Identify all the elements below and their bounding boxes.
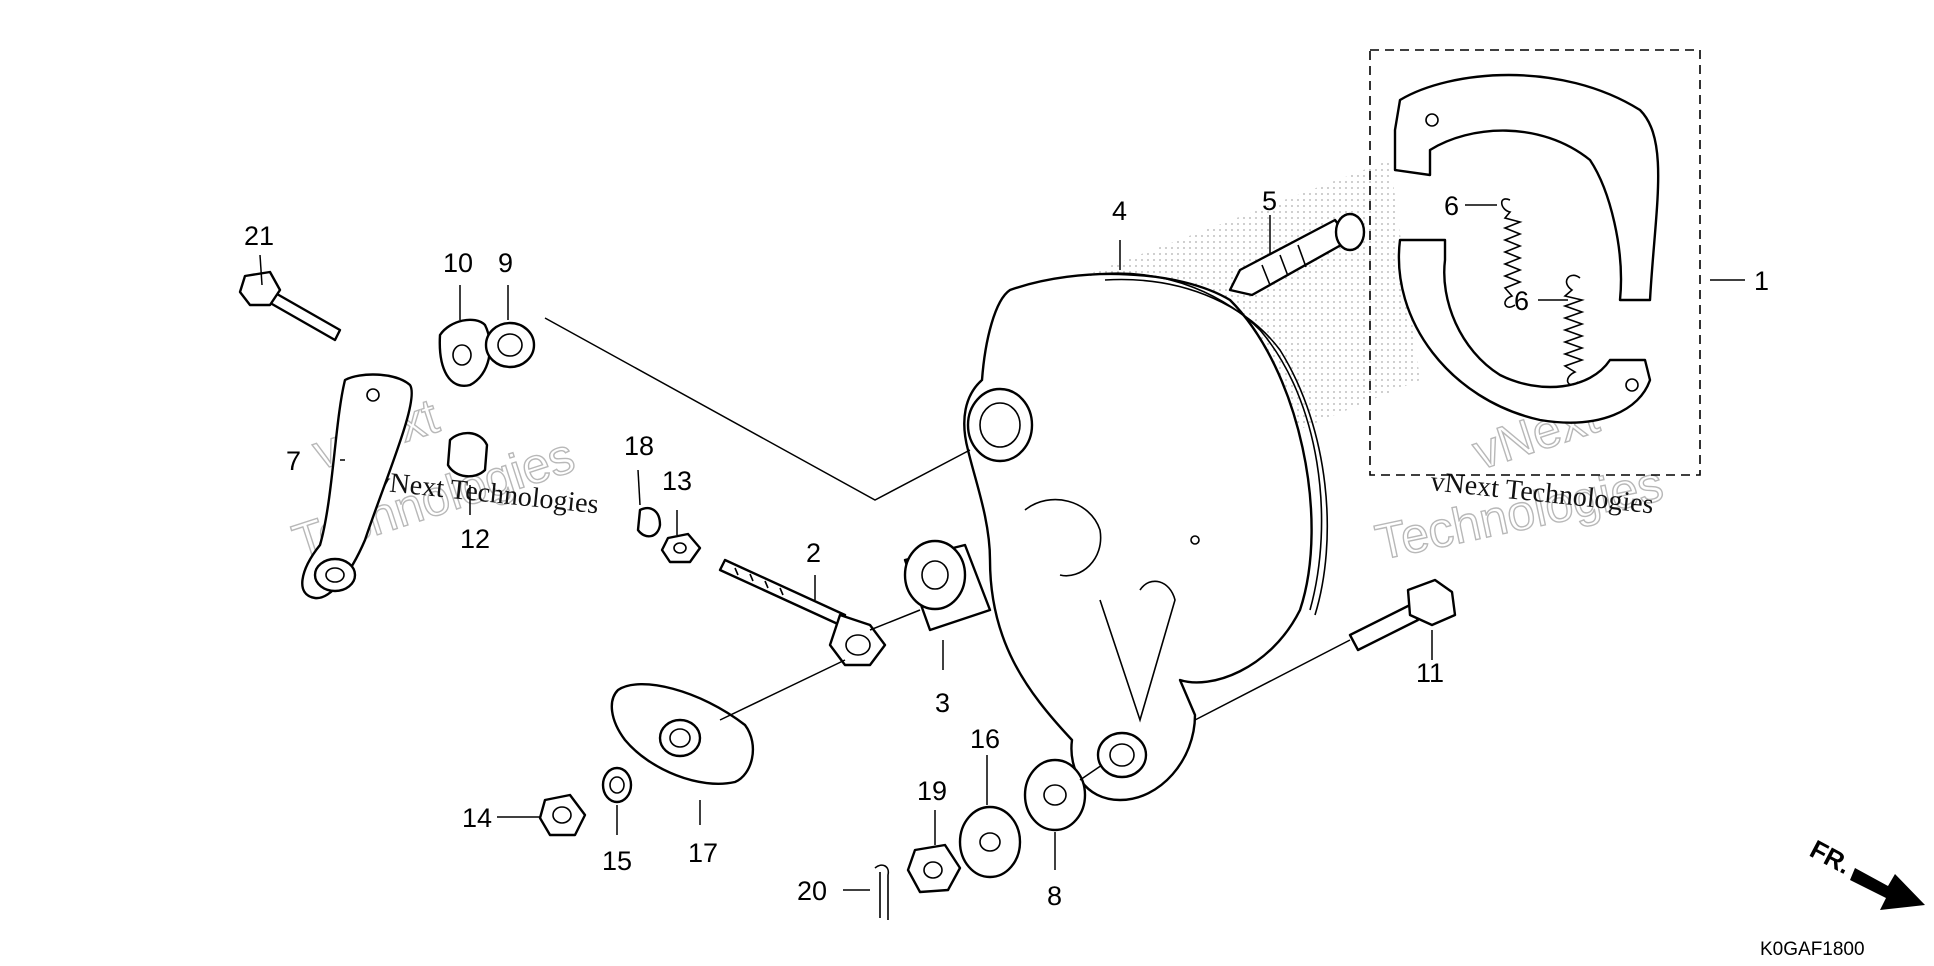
front-direction-label: FR. [1805,834,1856,880]
brake-shoe-upper [1393,73,1660,302]
spring-12 [446,431,489,478]
washer-8 [1023,758,1087,832]
collar [903,539,992,632]
dust-seal [484,321,536,369]
callout-21: 21 [244,221,274,251]
callout-20: 20 [797,876,827,906]
callout-15: 15 [602,846,632,876]
callout-11: 11 [1416,658,1444,688]
callout-12: 12 [460,524,490,554]
washer-15 [601,766,633,804]
brake-shoe-lower [1397,238,1652,424]
cotter-pin-20 [874,864,890,920]
front-arrow-icon [1850,868,1925,910]
callout-19: 19 [917,776,947,806]
callout-8: 8 [1047,881,1062,911]
spring-lower [1562,274,1585,386]
callout-18: 18 [624,431,654,461]
brake-rod [718,558,887,667]
callout-1: 1 [1754,266,1769,296]
brake-shoe-set-box [1369,49,1701,476]
wear-indicator-plate [438,318,492,387]
nut-14 [538,793,587,837]
callout-5: 5 [1262,186,1277,216]
callout-4: 4 [1112,196,1127,226]
callout-10: 10 [443,248,473,278]
joint-18 [636,506,662,538]
callout-14: 14 [462,803,492,833]
brake-panel-boss [966,387,1034,463]
callout-9: 9 [498,248,513,278]
washer-16 [958,805,1022,879]
brake-panel [963,272,1329,802]
callout-2: 2 [806,538,821,568]
bolt-21 [238,270,342,342]
callout-16: 16 [970,724,1000,754]
callouts: 1 2 3 4 5 6 6 7 8 9 10 11 12 13 14 15 16… [244,186,1769,911]
bolt-11 [1348,578,1457,652]
callout-3: 3 [935,688,950,718]
callout-6-lower: 6 [1514,286,1529,316]
front-direction-indicator: FR. [1805,834,1925,910]
callout-13: 13 [662,466,692,496]
nut-13 [660,532,702,564]
diagram-code: K0GAF1800 [1760,939,1865,960]
brake-arm [301,373,413,600]
callout-17: 17 [688,838,718,868]
castle-nut-19 [906,843,962,894]
spring-upper [1500,198,1523,308]
brake-cam [1228,212,1366,297]
callout-7: 7 [286,446,301,476]
stopper-arm [610,683,755,785]
callout-6-upper: 6 [1444,191,1459,221]
leader-lines [259,204,1745,891]
